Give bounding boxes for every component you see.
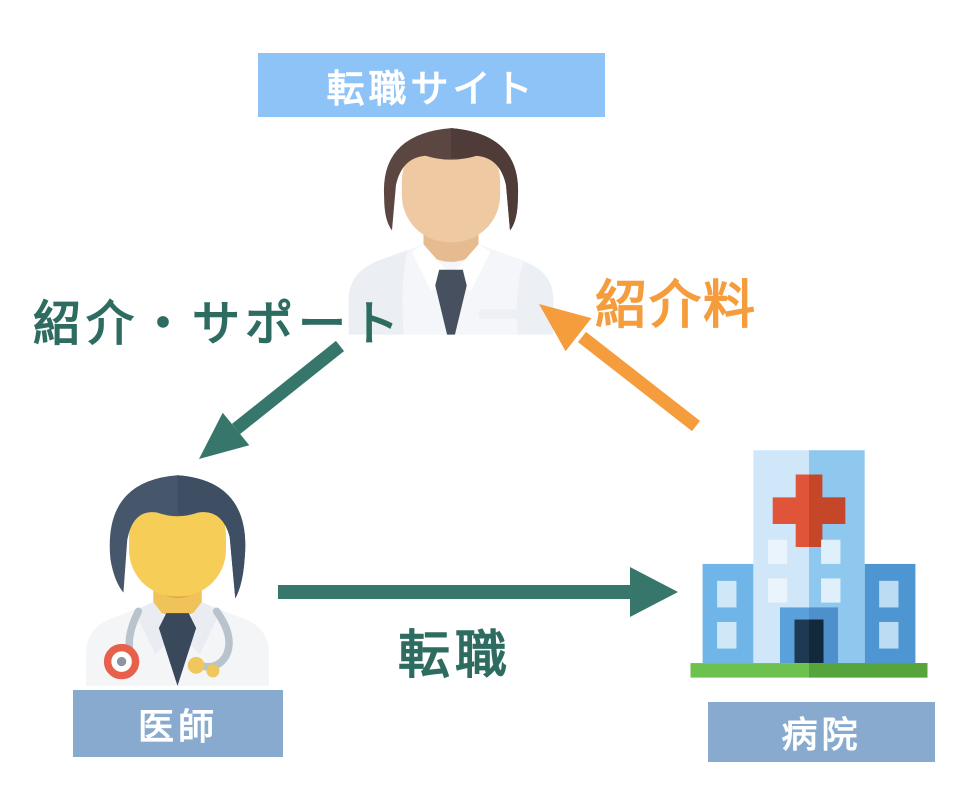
- referral-fee-arrow-shaft: [578, 331, 700, 432]
- edge-label-referral-support: 紹介・サポート: [33, 298, 405, 351]
- job-change-arrow-head: [630, 567, 678, 617]
- node-label-doctor: 医師: [73, 690, 283, 757]
- edge-label-referral-fee: 紹介料: [595, 277, 758, 335]
- hospital-icon: [688, 443, 930, 680]
- doctor-icon: [75, 462, 280, 686]
- edge-label-job-change: 転職: [398, 627, 513, 685]
- hospital-icon-svg: [690, 450, 928, 678]
- node-label-hospital: 病院: [708, 702, 935, 762]
- support-arrow-shaft: [231, 340, 345, 435]
- doctor-icon-svg: [86, 475, 269, 686]
- support-arrow-head: [199, 412, 250, 459]
- businessman-icon-svg: [348, 128, 554, 335]
- node-label-job-site: 転職サイト: [258, 53, 605, 117]
- businessman-icon: [333, 118, 569, 335]
